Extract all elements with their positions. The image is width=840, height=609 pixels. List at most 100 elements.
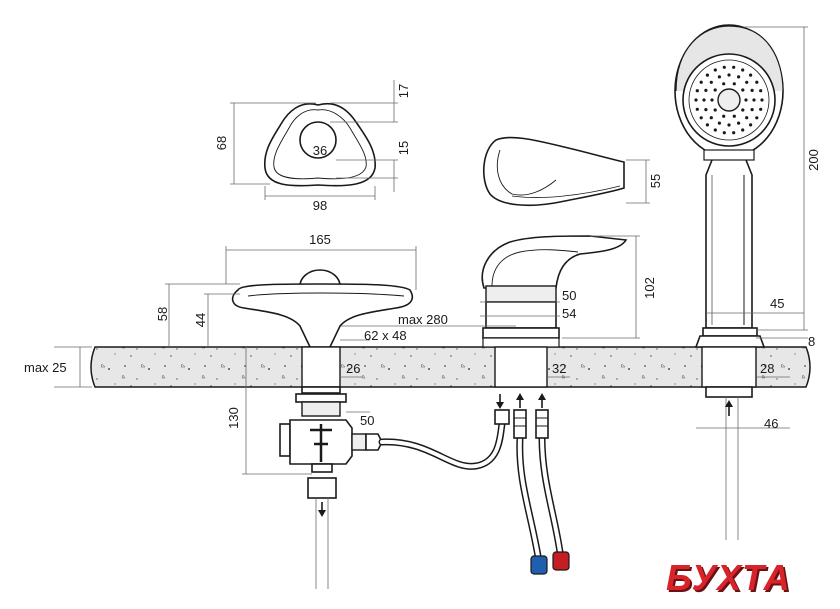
nozzle-dot [732,65,736,69]
diverter-valve [279,393,383,499]
nozzle-dot [699,80,703,84]
dim-130: 130 [226,407,241,429]
brand-logo-shadow: БУХТА [668,559,793,600]
hose-fittings [494,409,549,439]
nozzle-dot [760,98,764,102]
nozzle-dot [737,75,741,79]
dim-58: 58 [155,307,170,321]
dim-44: 44 [193,313,208,327]
nozzle-dot [732,131,736,135]
nozzle-dot [709,80,713,84]
brand-logo-text: БУХТА [666,557,791,598]
nozzle-dot [759,107,763,111]
lever-side-view [482,136,625,207]
nozzle-dot [755,116,759,120]
shower-inlet-arrow-icon [725,400,733,416]
mixer-body [481,235,628,388]
dim-15: 15 [396,141,411,155]
dim-50-valve: 50 [360,413,374,428]
nozzle-dot [713,88,717,92]
nozzle-dot [750,108,754,112]
nozzle-dot [741,68,745,72]
nozzle-dot [745,80,749,84]
nozzle-dot [727,73,731,77]
nozzle-dot [713,108,717,112]
dim-165: 165 [309,232,331,247]
nozzle-dot [710,98,714,102]
nozzle-dot [705,123,710,127]
nozzle-dot [752,98,756,102]
dim-max-280: max 280 [398,312,448,327]
dim-28: 28 [760,361,774,376]
hot-supply-hose [538,434,564,556]
cold-inlet-arrow-icon [516,393,524,408]
nozzle-dot [750,88,754,92]
handle-top-dimensions [230,80,398,200]
shower-dimensions [696,26,808,429]
dim-62x48: 62 x 48 [364,328,407,343]
dim-17: 17 [396,84,411,98]
hot-water-nut-icon [552,551,570,571]
nozzle-dot [717,121,722,125]
nozzle-dot [695,107,699,111]
lever-dimensions [626,159,650,204]
dim-102: 102 [642,277,657,299]
cold-supply-hose [516,434,542,560]
nozzle-dot [694,98,698,102]
nozzle-dot [695,89,699,93]
nozzle-dot [699,116,703,120]
nozzle-dot [727,123,731,127]
nozzle-dot [713,128,717,132]
hand-shower [674,24,784,329]
dim-98: 98 [313,198,327,213]
nozzle-dot [702,98,706,102]
nozzle-dot [704,108,708,112]
nozzle-dot [745,116,749,120]
nozzle-dot [717,75,722,79]
dim-45: 45 [770,296,784,311]
dim-50-top: 50 [562,288,576,303]
dim-200: 200 [806,149,821,171]
countertop [90,346,811,388]
dim-36: 36 [313,143,327,158]
dim-26: 26 [346,361,360,376]
diverter-connection-hose [378,420,506,470]
dim-68: 68 [214,136,229,150]
nozzle-dot [722,82,726,86]
drain-outlet-arrow-icon [496,394,504,409]
shower-holder-base [694,327,766,540]
dim-55: 55 [648,174,663,188]
nozzle-dot [709,116,713,120]
cold-water-nut-icon [530,555,548,575]
nozzle-dot [713,68,717,72]
nozzle-dot [737,121,741,125]
nozzle-dot [744,98,748,102]
nozzle-dot [722,114,726,118]
nozzle-dot [749,123,753,127]
dim-8: 8 [808,334,815,349]
nozzle-dot [704,88,708,92]
mixer-dimensions [320,235,640,378]
spout-outlet-arrow-icon [318,502,326,517]
dim-max-25: max 25 [24,360,67,375]
spout-hose-down [315,498,329,589]
nozzle-dot [749,73,753,77]
dim-46: 46 [764,416,778,431]
shower-nozzles [694,65,764,135]
dim-32: 32 [552,361,566,376]
nozzle-dot [755,80,759,84]
nozzle-dot [732,82,736,86]
nozzle-dot [705,73,710,77]
hot-inlet-arrow-icon [538,393,546,408]
diverter-dimensions [54,246,417,475]
brand-logo: БУХТА БУХТА [666,557,793,600]
nozzle-dot [741,88,745,92]
nozzle-dot [759,89,763,93]
nozzle-dot [741,108,745,112]
diverter-handle [231,269,414,394]
nozzle-dot [722,131,726,135]
dim-54: 54 [562,306,576,321]
nozzle-dot [732,114,736,118]
nozzle-dot [741,128,745,132]
